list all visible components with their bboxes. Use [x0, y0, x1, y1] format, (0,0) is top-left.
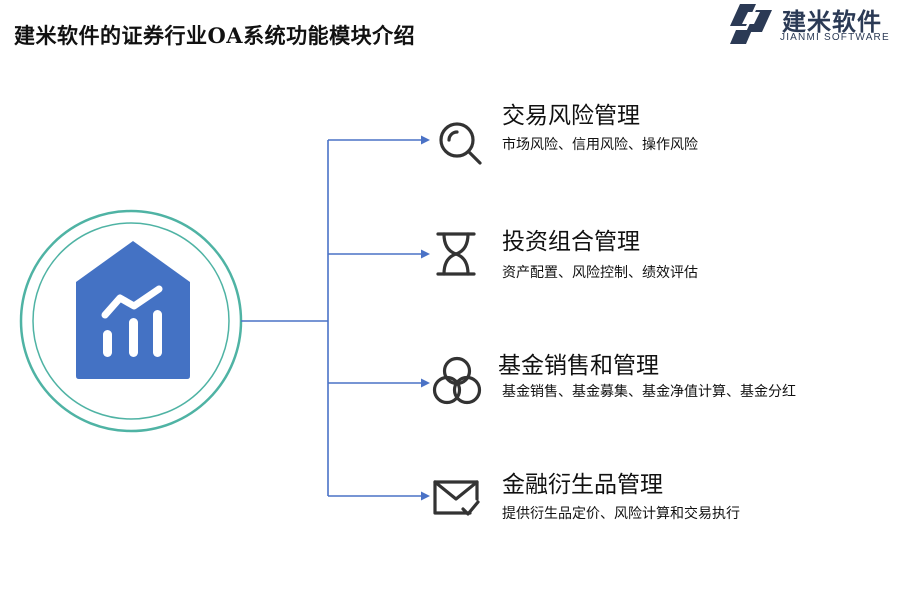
module-desc: 基金销售、基金募集、基金净值计算、基金分红	[502, 384, 796, 400]
logo: 建米软件 JIANMI SOFTWARE	[726, 0, 900, 46]
module-title: 投资组合管理	[502, 229, 640, 255]
hub-inner-ring	[32, 222, 230, 420]
page-title: 建米软件的证券行业OA系统功能模块介绍	[14, 23, 416, 48]
house-chart-icon	[76, 241, 190, 379]
search-icon	[439, 122, 482, 165]
circles-icon	[432, 356, 482, 405]
module-title: 金融衍生品管理	[502, 472, 663, 498]
module-title: 交易风险管理	[502, 103, 640, 129]
connector-arrowheads	[421, 135, 430, 501]
logo-subtitle: JIANMI SOFTWARE	[780, 32, 890, 43]
hourglass-icon	[436, 232, 476, 276]
module-desc: 市场风险、信用风险、操作风险	[502, 137, 698, 153]
logo-name: 建米软件	[782, 8, 882, 36]
logo-mark-icon	[730, 4, 772, 44]
mail-icon	[433, 480, 480, 516]
module-desc: 资产配置、风险控制、绩效评估	[502, 265, 698, 281]
connector	[241, 139, 427, 497]
module-desc: 提供衍生品定价、风险计算和交易执行	[502, 506, 740, 522]
module-title: 基金销售和管理	[498, 353, 659, 379]
